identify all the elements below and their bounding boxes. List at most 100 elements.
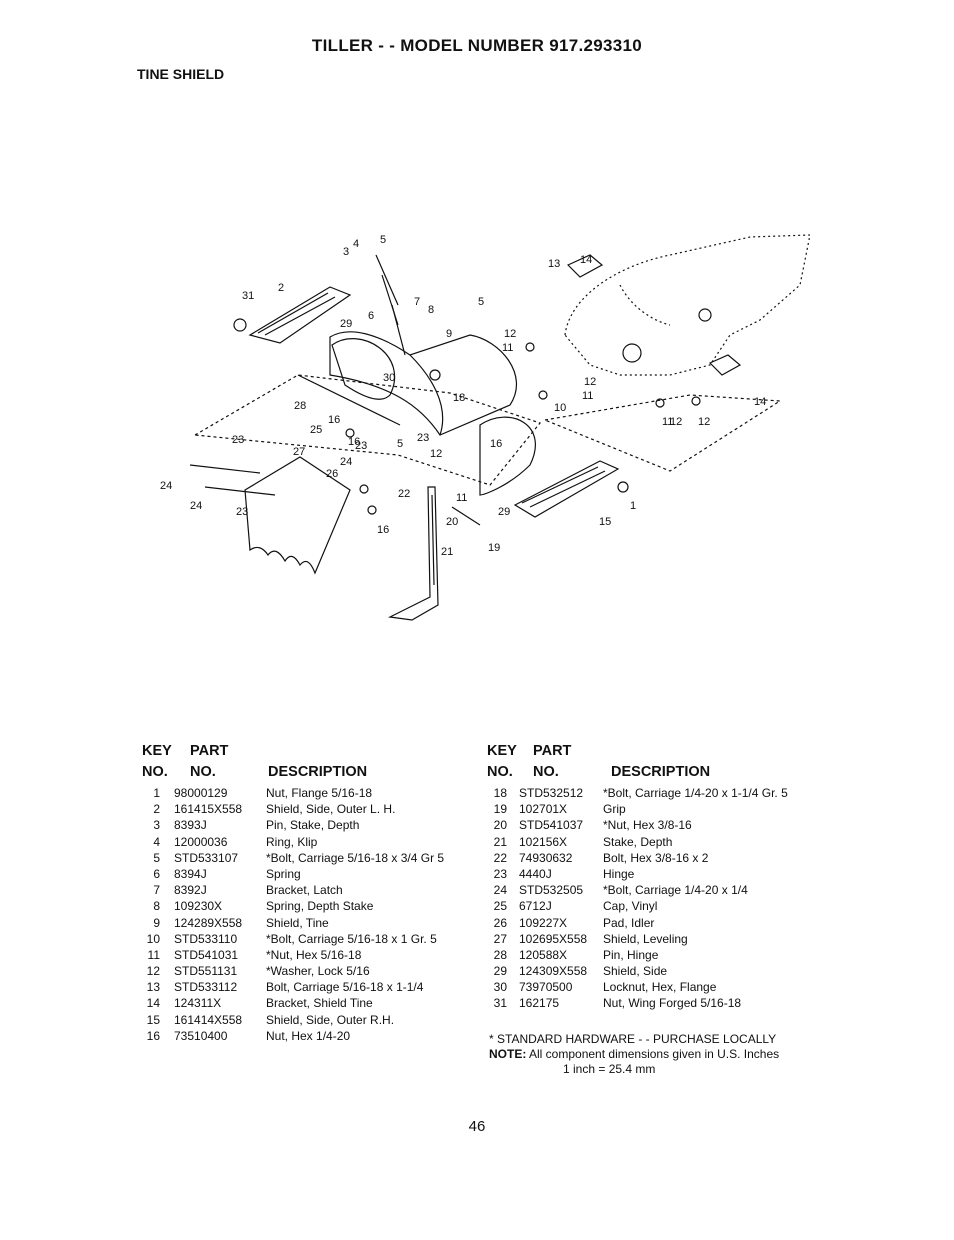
description-cell: Cap, Vinyl (603, 899, 658, 914)
key-cell: 18 (493, 786, 507, 800)
callout: 20 (446, 516, 458, 528)
description-cell: Locknut, Hex, Flange (603, 980, 717, 995)
part-number-cell: STD532512 (519, 786, 584, 800)
callout: 29 (498, 506, 510, 518)
key-cell: 24 (493, 883, 507, 898)
description-cell: Nut, Flange 5/16-18 (266, 786, 373, 800)
part-number-cell: 161414X558 (174, 1012, 243, 1027)
callout: 29 (340, 318, 352, 330)
callout: 26 (326, 468, 338, 480)
part-number-cell: 8393J (174, 818, 207, 833)
part-number-cell: 98000129 (174, 786, 228, 800)
callout: 9 (446, 328, 452, 340)
description-cell: *Nut, Hex 5/16-18 (266, 947, 362, 962)
key-cell: 1 (153, 786, 160, 800)
part-number-cell: STD533107 (174, 850, 239, 865)
description-cell: Nut, Wing Forged 5/16-18 (603, 996, 742, 1011)
part-number-cell: STD551131 (174, 964, 238, 979)
callout: 25 (310, 424, 322, 436)
key-cell: 8 (153, 899, 160, 914)
key-cell: 5 (153, 850, 160, 865)
part-number-cell: 162175 (519, 996, 560, 1011)
part-header: NO. (533, 764, 559, 780)
part-number-cell: 8392J (174, 883, 207, 898)
description-cell: Grip (603, 802, 626, 817)
callout: 30 (383, 372, 395, 384)
callout: 24 (190, 500, 202, 512)
key-cell: 13 (146, 980, 160, 995)
description-cell: Spring (266, 866, 301, 881)
callout: 2 (278, 282, 284, 294)
part-number-cell: 8394J (174, 866, 207, 881)
diagram-svg: 1 2 3 4 5 5 5 6 7 8 9 10 11 11 11 11 12 … (160, 234, 811, 621)
part-number-cell: 109227X (519, 915, 568, 930)
key-cell: 6 (153, 866, 160, 881)
description-cell: Shield, Tine (266, 915, 329, 930)
key-cell: 9 (153, 915, 160, 930)
part-number-cell: 6712J (519, 899, 552, 914)
description-cell: Shield, Side, Outer R.H. (266, 1012, 395, 1027)
description-cell: Bracket, Shield Tine (266, 996, 373, 1011)
callout: 6 (368, 310, 374, 322)
key-cell: 22 (493, 850, 507, 865)
table-header-row: NO. NO. DESCRIPTION (140, 764, 470, 785)
table-row: 25 6712J Cap, Vinyl (487, 898, 827, 914)
description-cell: Ring, Klip (266, 834, 318, 849)
part-number-cell: 73510400 (174, 1028, 228, 1043)
description-header: DESCRIPTION (611, 764, 711, 780)
note-label: NOTE: (489, 1047, 527, 1061)
key-cell: 4 (153, 834, 160, 849)
key-cell: 15 (146, 1012, 160, 1027)
part-number-cell: STD541037 (519, 818, 584, 833)
part-number-cell: 124311X (174, 996, 222, 1011)
note-text: All component dimensions given in U.S. I… (529, 1047, 780, 1061)
table-row: 30 73970500 Locknut, Hex, Flange (487, 979, 827, 995)
part-number-cell: 73970500 (519, 980, 573, 995)
description-cell: *Bolt, Carriage 5/16-18 x 1 Gr. 5 (266, 931, 437, 946)
part-header: PART (533, 743, 572, 759)
description-cell: Shield, Side (603, 964, 668, 979)
exploded-parts-diagram: 1 2 3 4 5 5 5 6 7 8 9 10 11 11 11 11 12 … (150, 225, 811, 630)
part-number-cell: 74930632 (519, 850, 573, 865)
key-cell: 23 (493, 866, 507, 881)
callout: 12 (584, 376, 596, 388)
part-number-cell: STD533110 (174, 931, 238, 946)
callout: 22 (398, 488, 410, 500)
callout: 5 (380, 234, 386, 246)
callout: 21 (441, 546, 453, 558)
table-header-row: NO. NO. DESCRIPTION (487, 764, 827, 785)
description-cell: Shield, Leveling (603, 931, 688, 946)
part-number-cell: 102701X (519, 802, 568, 817)
description-cell: Hinge (603, 866, 635, 881)
description-cell: *Nut, Hex 3/8-16 (603, 818, 692, 833)
part-number-cell: 120588X (519, 947, 568, 962)
key-cell: 30 (493, 980, 507, 995)
key-cell: 2 (153, 802, 160, 817)
description-cell: Nut, Hex 1/4-20 (266, 1028, 351, 1043)
key-cell: 25 (493, 899, 507, 914)
key-cell: 12 (146, 964, 160, 979)
callout: 23 (355, 440, 367, 452)
callout: 23 (417, 432, 429, 444)
description-cell: Bolt, Carriage 5/16-18 x 1-1/4 (266, 980, 424, 995)
table-header-row: KEY PART (487, 743, 827, 764)
description-cell: *Bolt, Carriage 1/4-20 x 1/4 (603, 883, 748, 898)
description-cell: Stake, Depth (603, 834, 673, 849)
callout: 11 (456, 492, 467, 504)
key-cell: 14 (146, 996, 160, 1011)
callout: 23 (232, 434, 244, 446)
